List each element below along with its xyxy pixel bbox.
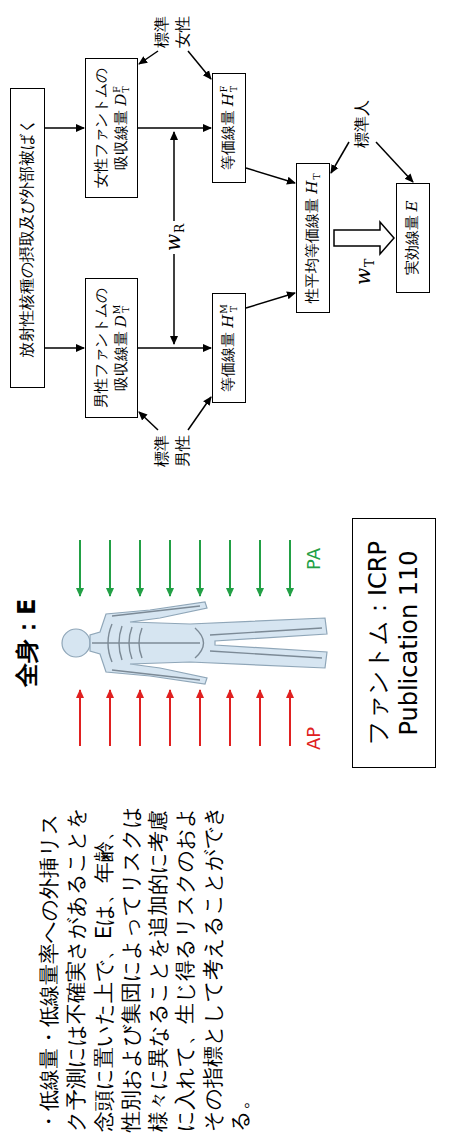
index-stack: FT [112, 86, 132, 92]
quantity-symbol: E [403, 201, 421, 212]
box-text: 実効線量 [403, 215, 421, 275]
quantity-symbol: H [303, 181, 321, 194]
body-figure [62, 602, 327, 684]
process-box: 女性ファントムの吸収線量DFT [85, 58, 138, 198]
superscript: M [112, 305, 122, 315]
box-text: 女性ファントムの吸収線量 [92, 68, 130, 188]
box-text: 等価線量 [219, 332, 237, 392]
process-box: 等価線量 HFT [212, 73, 246, 183]
subscript: T [229, 86, 239, 92]
quantity-symbol: H [219, 93, 237, 106]
weight-factor: wT [350, 256, 378, 288]
subscript: T [311, 173, 322, 179]
connector [45, 347, 84, 349]
leader-arrow [188, 397, 211, 430]
subscript: T [121, 305, 131, 315]
quantity-symbol: D [112, 94, 130, 106]
note-text: ・低線量・低線量率への外挿リスク予測には不確実さがあることを念頭に置いた上で、E… [36, 802, 254, 1132]
connector [138, 347, 211, 349]
reference-label: 標準男性 [152, 433, 194, 467]
beam-label: PA [302, 546, 325, 572]
connector [246, 293, 295, 308]
box-text: 放射性核種の摂取及び外部被ばく [17, 118, 36, 358]
leader-arrow [188, 51, 211, 79]
weight-symbol: w [351, 268, 375, 285]
quantity-symbol: H [219, 315, 237, 328]
box-text: ファントム：ICRP Publication 110 [364, 541, 423, 745]
leader-arrow [139, 412, 158, 430]
connector [45, 127, 84, 129]
process-box: 放射性核種の摂取及び外部被ばく [10, 88, 45, 388]
subscript: R [172, 224, 187, 233]
figure-heading: 全身：E [12, 599, 43, 687]
beam-label: AP [302, 725, 325, 752]
leader-arrow [139, 51, 158, 64]
process-box: 等価線量 HMT [212, 293, 246, 403]
process-box: ファントム：ICRP Publication 110 [352, 518, 436, 768]
box-text: 等価線量 [219, 110, 237, 170]
superscript: F [112, 86, 122, 92]
hollow-arrow [334, 222, 394, 254]
subscript: T [362, 259, 377, 267]
weight-factor: wR [160, 221, 188, 254]
ap-beam-arrows [80, 690, 290, 746]
process-box: 実効線量 E [396, 183, 430, 293]
pa-beam-arrows [80, 540, 290, 596]
process-box: 性平均等価線量 HT [296, 163, 330, 313]
leader-arrow [376, 142, 413, 182]
superscript: F [219, 86, 229, 92]
subscript: T [121, 86, 131, 92]
box-text: 性平均等価線量 [303, 198, 321, 303]
skeleton [92, 606, 322, 680]
quantity-symbol: D [112, 315, 130, 327]
superscript: M [219, 304, 229, 314]
weight-symbol: w [161, 234, 185, 251]
reference-label: 標準女性 [152, 14, 194, 48]
index-stack: FT [219, 86, 239, 92]
index-stack: MT [219, 304, 239, 314]
index-stack: MT [112, 305, 132, 315]
reference-label: 標準人 [352, 100, 373, 148]
connector [246, 168, 295, 183]
connector [138, 127, 211, 129]
leader-arrow [331, 142, 349, 173]
subscript: T [229, 304, 239, 314]
process-box: 男性ファントムの吸収線量DMT [85, 278, 138, 418]
